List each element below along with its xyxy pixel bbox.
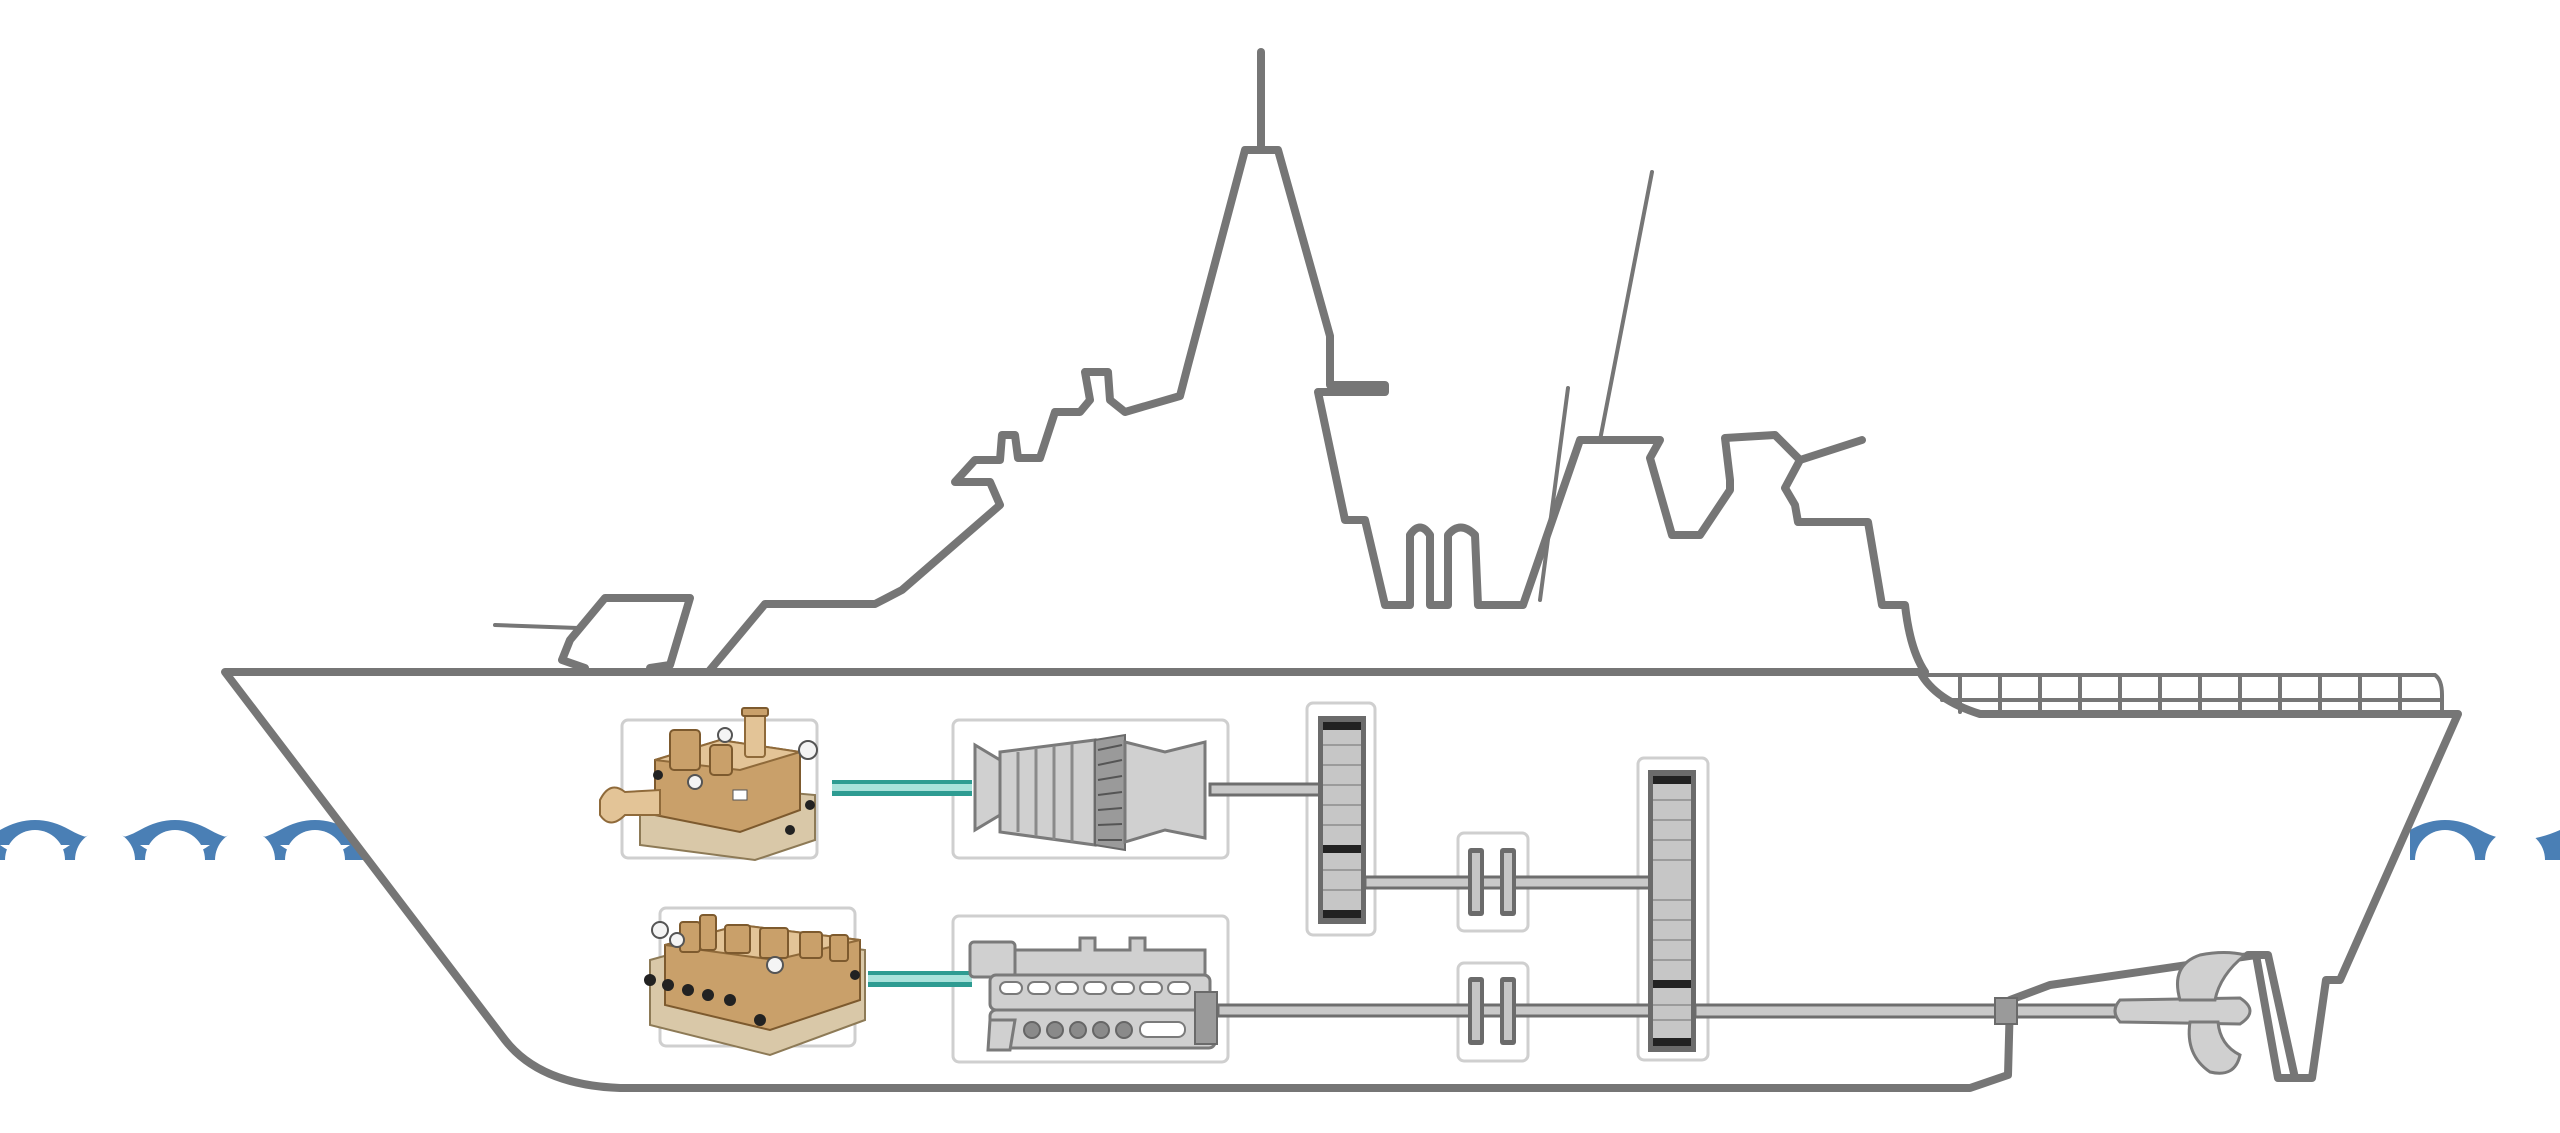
propeller-blade-icon xyxy=(2187,1020,2242,1075)
turbine-output-shaft xyxy=(1208,782,1324,797)
antenna-left xyxy=(1538,386,1570,602)
lower-hydraulic-line xyxy=(868,971,972,987)
gas-turbine xyxy=(973,733,1207,852)
pressure-gauge-icon xyxy=(717,727,733,743)
pressure-gauge-icon xyxy=(669,932,685,948)
rudder-outline xyxy=(2244,951,2299,1082)
antenna-right xyxy=(1598,170,1654,442)
bridge-and-mast-outline xyxy=(706,146,1929,676)
hydraulic-bell-fitting xyxy=(599,786,661,824)
upper-hydraulic-line xyxy=(832,780,972,796)
diesel-flywheel xyxy=(986,1018,1017,1052)
bow-gun-barrel-icon xyxy=(493,623,580,630)
pressure-gauge-icon xyxy=(798,740,818,760)
pressure-gauge-icon xyxy=(651,921,669,939)
bow-gun-turret xyxy=(558,594,694,672)
turbine-exhaust xyxy=(1123,740,1207,845)
main-gearbox xyxy=(1648,770,1696,1052)
ship-hull xyxy=(221,668,2462,1092)
stern-railing xyxy=(1923,673,2444,714)
diesel-engine xyxy=(968,936,1218,1052)
lower-clutch xyxy=(1468,977,1516,1045)
pressure-gauge-icon xyxy=(766,956,784,974)
superstructure xyxy=(493,48,1929,676)
upper-clutch xyxy=(1468,848,1516,916)
aft-gun-mount xyxy=(1796,436,1866,464)
upper-valve-block xyxy=(599,707,818,862)
propeller xyxy=(1994,951,2252,1075)
diesel-output-shaft xyxy=(1216,1003,1652,1018)
rudder xyxy=(2244,951,2299,1082)
turbine-compressor xyxy=(998,738,1097,847)
lower-valve-block xyxy=(644,914,866,1057)
propeller-shaft xyxy=(1693,1003,2172,1019)
hull-outline xyxy=(221,668,2462,1092)
primary-gearbox xyxy=(1318,716,1366,924)
propeller-blade-icon xyxy=(2176,951,2249,1002)
diesel-turbocharger xyxy=(968,940,1017,979)
turbine-intake xyxy=(973,742,1002,833)
propeller-hub xyxy=(2113,996,2252,1026)
